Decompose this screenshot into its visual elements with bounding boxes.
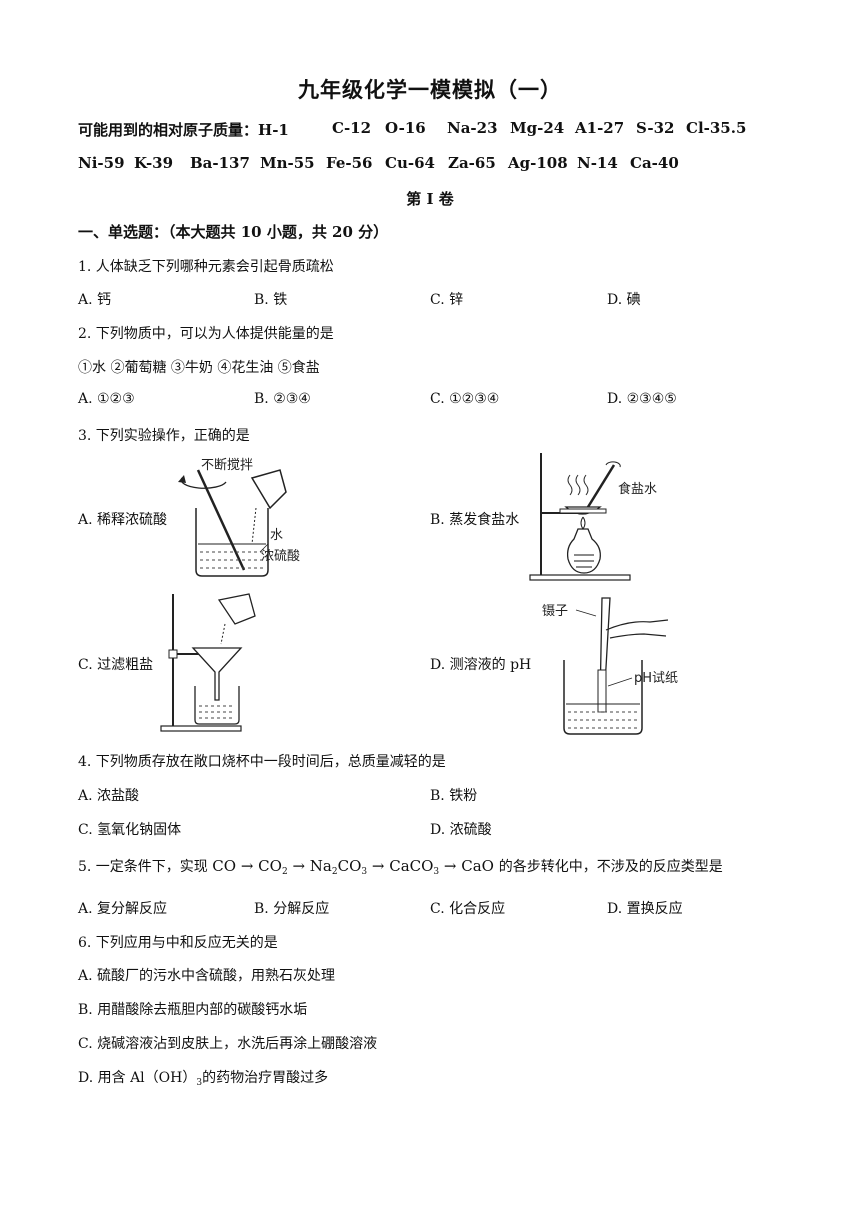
mass-item: Mg-24 <box>510 119 565 137</box>
option-a: A. ①②③ <box>78 391 135 407</box>
option-c: C. 氢氧化钠固体 <box>78 822 182 838</box>
option-b: B. 分解反应 <box>254 901 330 917</box>
mass-item: Ni-59 <box>78 154 125 172</box>
figure-evaporate: 食盐水 <box>526 447 676 585</box>
option-d: D. 置换反应 <box>607 901 683 917</box>
option-d: D. 浓硫酸 <box>430 822 492 838</box>
question-5-stem: 5. 一定条件下，实现 CO → CO2 → Na2CO3 → CaCO3 → … <box>78 857 723 877</box>
option-c: C. 过滤粗盐 <box>78 657 154 673</box>
mass-item: Na-23 <box>447 119 498 137</box>
option-b: B. 蒸发食盐水 <box>430 512 520 528</box>
option-a: A. 浓盐酸 <box>78 788 140 804</box>
mass-item: A1-27 <box>575 119 625 137</box>
mass-item: Cl-35.5 <box>686 119 747 137</box>
question-6-stem: 6. 下列应用与中和反应无关的是 <box>78 935 278 951</box>
mass-item: Cu-64 <box>385 154 435 172</box>
mass-item: O-16 <box>385 119 426 137</box>
funnel <box>191 647 243 701</box>
beaker <box>194 686 240 725</box>
ph-paper <box>597 669 607 713</box>
mass-item: Fe-56 <box>326 154 373 172</box>
label-water: 水 <box>270 528 283 543</box>
pouring-beaker <box>217 593 256 625</box>
label-acid: 浓硫酸 <box>261 549 300 564</box>
option-b: B. ②③④ <box>254 391 311 407</box>
label-tweezers: 镊子 <box>542 604 568 619</box>
option-c: C. 化合反应 <box>430 901 506 917</box>
option-a: A. 复分解反应 <box>78 901 168 917</box>
mass-item: Mn-55 <box>260 154 315 172</box>
option-d: D. ②③④⑤ <box>607 391 677 407</box>
option-b: B. 铁 <box>254 292 288 308</box>
page-title: 九年级化学一模模拟（一） <box>298 77 562 102</box>
figure-ph: 镊子 pH试纸 <box>540 590 700 738</box>
question-3-stem: 3. 下列实验操作，正确的是 <box>78 428 250 444</box>
mass-item: Ba-137 <box>190 154 250 172</box>
option-a: A. 稀释浓硫酸 <box>78 512 168 528</box>
mass-item: K-39 <box>134 154 174 172</box>
mass-item: C-12 <box>332 119 372 137</box>
pouring-beaker <box>250 469 287 510</box>
option-a: A. 钙 <box>78 292 112 308</box>
option-b: B. 铁粉 <box>430 788 478 804</box>
volume-heading: 第 I 卷 <box>406 190 454 208</box>
option-d: D. 用含 Al（OH）3的药物治疗胃酸过多 <box>78 1070 329 1088</box>
atomic-mass-label: 可能用到的相对原子质量： <box>78 121 259 139</box>
option-c: C. 烧碱溶液沾到皮肤上，水洗后再涂上硼酸溶液 <box>78 1036 378 1052</box>
question-4-stem: 4. 下列物质存放在敞口烧杯中一段时间后，总质量减轻的是 <box>78 754 446 770</box>
beaker <box>563 660 643 735</box>
option-d: D. 碘 <box>607 292 641 308</box>
mass-item: Ag-108 <box>508 154 568 172</box>
figure-filter <box>155 590 275 735</box>
option-c: C. ①②③④ <box>430 391 500 407</box>
atomic-mass-line-1: 可能用到的相对原子质量：H-1 <box>78 119 289 140</box>
mass-item: Za-65 <box>448 154 496 172</box>
option-a: A. 硫酸厂的污水中含硫酸，用熟石灰处理 <box>78 968 336 984</box>
glass-rod <box>196 469 246 571</box>
label-stir: 不断搅拌 <box>201 457 253 473</box>
option-c: C. 锌 <box>430 292 464 308</box>
glass-rod <box>586 464 616 508</box>
alcohol-lamp <box>566 528 601 574</box>
hand-icon <box>605 619 669 639</box>
arrow-head-icon <box>178 475 186 483</box>
section-heading: 一、单选题：（本大题共 10 小题，共 20 分） <box>78 223 389 241</box>
question-2-substances: ①水 ②葡萄糖 ③牛奶 ④花生油 ⑤食盐 <box>78 360 320 376</box>
question-1-stem: 1. 人体缺乏下列哪种元素会引起骨质疏松 <box>78 259 334 275</box>
mass-item: N-14 <box>577 154 618 172</box>
label-salt-water: 食盐水 <box>618 481 657 497</box>
beaker <box>195 508 269 577</box>
option-b: B. 用醋酸除去瓶胆内部的碳酸钙水垢 <box>78 1002 308 1018</box>
formula-chain: CO → CO2 → Na2CO3 → CaCO3 → CaO <box>212 857 494 877</box>
option-d: D. 测溶液的 pH <box>430 657 532 673</box>
figure-dilute-acid: 不断搅拌 水 浓硫酸 <box>168 452 318 582</box>
mass-item: Ca-40 <box>630 154 679 172</box>
label-ph-paper: pH试纸 <box>634 671 678 686</box>
mass-item: S-32 <box>636 119 675 137</box>
question-2-stem: 2. 下列物质中，可以为人体提供能量的是 <box>78 326 334 342</box>
mass-item: H-1 <box>258 121 289 139</box>
